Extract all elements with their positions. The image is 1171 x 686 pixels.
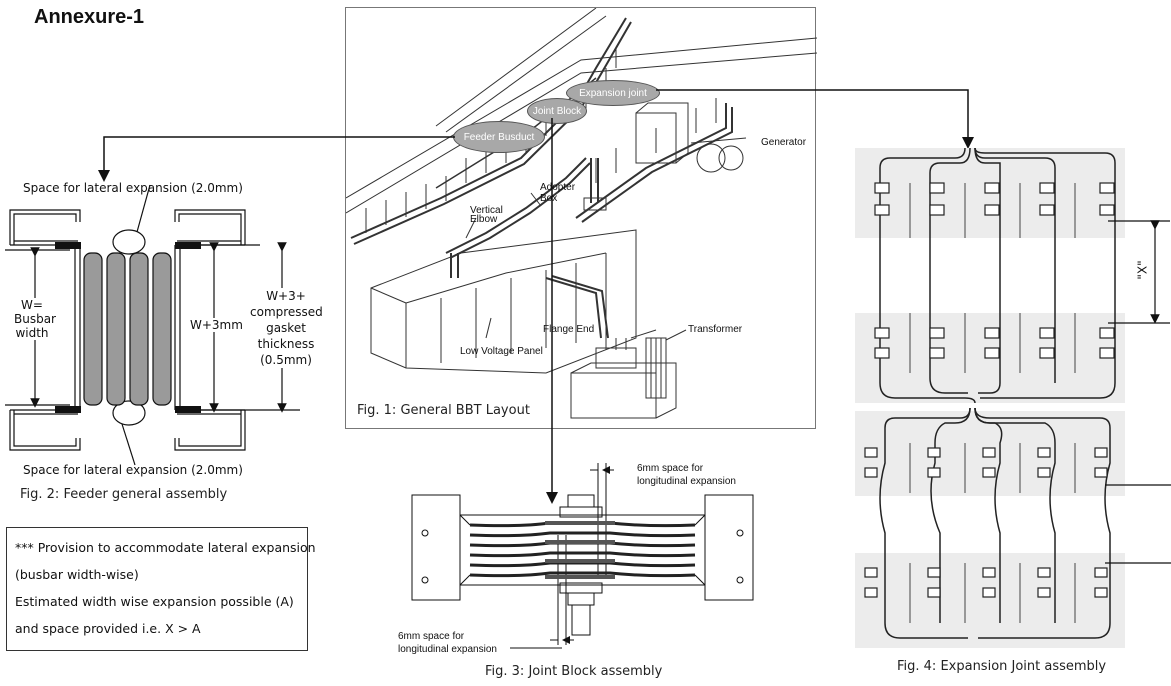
- fig2-top-note: Space for lateral expansion (2.0mm): [23, 181, 243, 195]
- fig2-caption: Fig. 2: Feeder general assembly: [20, 487, 228, 502]
- page-title: Annexure-1: [34, 6, 145, 28]
- w-plus-3mm-label: W+3mm: [190, 318, 243, 332]
- adopter-box-label-1: Adopter: [540, 182, 576, 193]
- fig2-feeder-drawing: [5, 184, 300, 466]
- joint-block-oval: Joint Block: [527, 98, 587, 124]
- expansion-joint-oval: Expansion joint: [566, 80, 660, 106]
- vertical-elbow-label-2: Elbow: [470, 214, 498, 225]
- fig1-layout-drawing: [345, 7, 818, 419]
- x-dimension-label: "X": [1135, 260, 1150, 280]
- fig3-joint-block-drawing: [411, 463, 754, 649]
- note-line: *** Provision to accommodate lateral exp…: [15, 540, 316, 555]
- fig4-expansion-joint-drawing: [855, 147, 1171, 648]
- vertical-elbow-label-1: Vertical: [470, 205, 503, 216]
- note-line: Estimated width wise expansion possible …: [15, 594, 294, 609]
- fig1-caption: Fig. 1: General BBT Layout: [357, 403, 530, 418]
- note-line: and space provided i.e. X > A: [15, 621, 201, 636]
- fig4-caption: Fig. 4: Expansion Joint assembly: [897, 659, 1107, 674]
- fig3-caption: Fig. 3: Joint Block assembly: [485, 664, 663, 679]
- adopter-box-label-2: Box: [540, 193, 558, 204]
- fig1-layout-panel: [345, 7, 818, 429]
- expansion-arrow: [656, 89, 974, 149]
- note-line: (busbar width-wise): [15, 567, 139, 582]
- feeder-arrow: [98, 136, 455, 182]
- low-voltage-panel-label: Low Voltage Panel: [460, 346, 543, 357]
- expansion-note-box: *** Provision to accommodate lateral exp…: [6, 527, 316, 651]
- fig2-bottom-note: Space for lateral expansion (2.0mm): [23, 463, 243, 477]
- generator-label: Generator: [761, 137, 807, 148]
- feeder-busduct-oval: Feeder Busduct: [453, 121, 545, 153]
- transformer-label: Transformer: [688, 324, 743, 335]
- flange-end-label: Flange End: [543, 324, 595, 335]
